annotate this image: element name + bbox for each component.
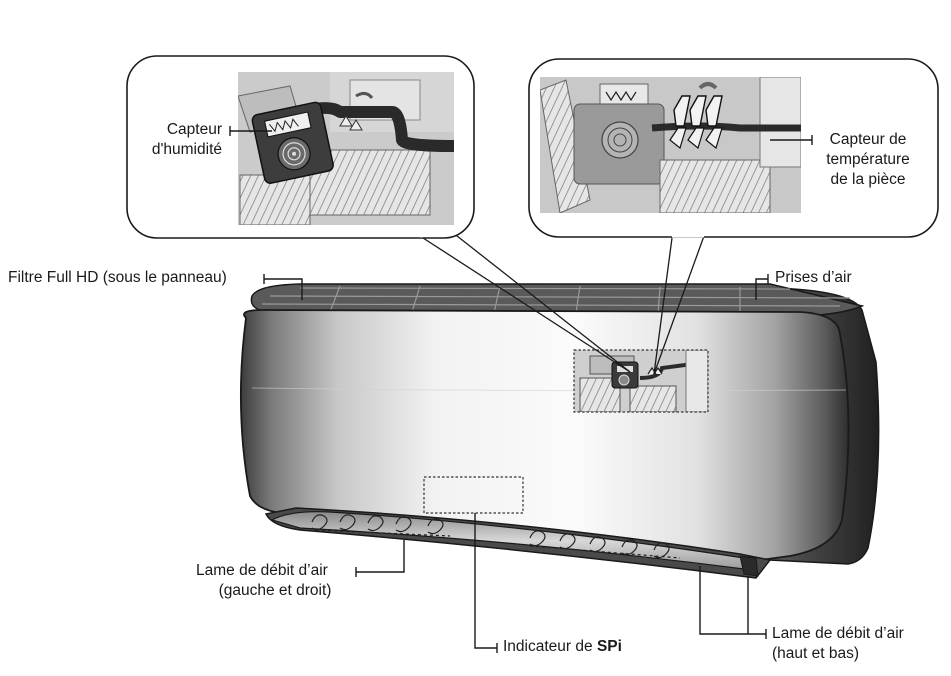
humidity-sensor-callout: [126, 55, 475, 239]
spi-indicator-label-text: Indicateur de: [503, 638, 597, 655]
lr-blade-label-line2: (gauche et droit): [218, 582, 332, 599]
humidity-sensor-label: Capteur d'humidité: [152, 120, 222, 160]
room-temp-sensor-label: Capteur de température de la pièce: [814, 130, 922, 190]
sensor-zone-inset: [573, 349, 709, 413]
humidity-sensor-label-line2: d'humidité: [151, 141, 222, 158]
lr-blade-swirls: [311, 514, 681, 559]
callout-pointers: [419, 231, 705, 375]
lr-blade-label-line1: Lame de débit d’air: [196, 562, 328, 579]
spi-indicator-label-bold: SPi: [596, 638, 622, 655]
ud-blade-label-line1: Lame de débit d’air: [772, 625, 904, 642]
room-temp-sensor-label-line2: température: [826, 151, 910, 168]
room-temp-sensor-illustration: [540, 77, 801, 213]
blade-bracket: [739, 555, 759, 577]
spi-indicator-label: Indicateur de SPi: [503, 637, 622, 657]
ud-blade-label-line2: (haut et bas): [772, 645, 860, 662]
air-intake-label: Prises d’air: [775, 269, 852, 286]
leader-lines: [229, 126, 813, 653]
room-temp-sensor-label-line1: Capteur de: [829, 131, 907, 148]
lr-blade-label: Lame de débit d’air (gauche et droit): [196, 561, 354, 601]
air-conditioner-unit: [239, 283, 880, 579]
top-grille: [250, 283, 865, 317]
filter-label: Filtre Full HD (sous le panneau): [8, 269, 227, 286]
updown-blade: [270, 511, 754, 571]
room-temp-sensor-callout: [528, 58, 939, 238]
humidity-sensor-label-line1: Capteur: [166, 121, 222, 138]
spi-indicator-area: [423, 476, 524, 514]
humidity-sensor-illustration: [238, 72, 454, 225]
room-temp-sensor-label-line3: de la pièce: [830, 171, 906, 188]
ud-blade-label: Lame de débit d’air (haut et bas): [772, 624, 904, 664]
